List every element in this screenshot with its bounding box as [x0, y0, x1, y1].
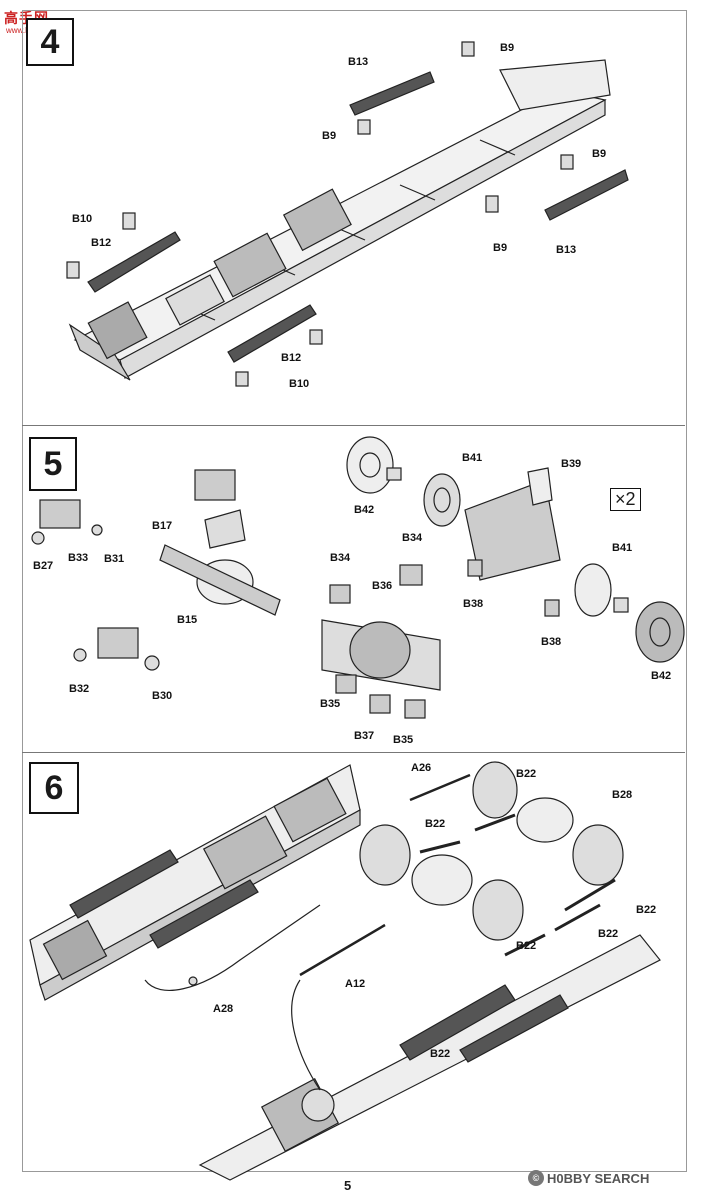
- step4-brackets: [66, 41, 574, 387]
- step6-assembly: [29, 761, 661, 1181]
- part-label-a28: A28: [213, 1003, 234, 1015]
- quantity-multiplier: ×2: [610, 488, 641, 511]
- part-label-b32: B32: [69, 683, 90, 695]
- part-label-a12: A12: [345, 978, 366, 990]
- step4-leaf-springs: [87, 71, 629, 363]
- step4-chassis: [68, 59, 611, 381]
- step5-parts: [31, 436, 685, 719]
- part-label-b35: B35: [393, 734, 414, 746]
- page-frame: [22, 10, 687, 1172]
- part-label-b9: B9: [493, 242, 508, 254]
- part-label-b31: B31: [104, 553, 125, 565]
- step-number-6: 6: [29, 762, 79, 814]
- part-label-b42: B42: [354, 504, 375, 516]
- part-label-b37: B37: [354, 730, 375, 742]
- part-label-b34: B34: [402, 532, 423, 544]
- part-label-b36: B36: [372, 580, 393, 592]
- part-label-b30: B30: [152, 690, 173, 702]
- part-label-b10: B10: [289, 378, 310, 390]
- part-label-b34: B34: [330, 552, 351, 564]
- step-divider-6: [22, 752, 685, 753]
- step-number-5: 5: [29, 437, 77, 491]
- watermark-text: H0BBY SEARCH: [547, 1170, 650, 1186]
- part-label-b39: B39: [561, 458, 582, 470]
- step-number-4: 4: [26, 18, 74, 66]
- part-label-b41: B41: [612, 542, 633, 554]
- part-label-b22: B22: [516, 940, 537, 952]
- part-label-b12: B12: [281, 352, 302, 364]
- part-label-b22: B22: [636, 904, 657, 916]
- part-label-b13: B13: [348, 56, 369, 68]
- part-label-b22: B22: [598, 928, 619, 940]
- part-label-b38: B38: [541, 636, 562, 648]
- part-label-b35: B35: [320, 698, 341, 710]
- part-label-b22: B22: [516, 768, 537, 780]
- part-label-b22: B22: [425, 818, 446, 830]
- part-label-b28: B28: [612, 789, 633, 801]
- copyright-icon: ©: [528, 1170, 544, 1186]
- watermark: © H0BBY SEARCH: [528, 1170, 649, 1186]
- page-number: 5: [344, 1178, 352, 1193]
- part-label-b9: B9: [500, 42, 515, 54]
- part-label-b41: B41: [462, 452, 483, 464]
- part-label-b22: B22: [430, 1048, 451, 1060]
- part-label-b10: B10: [72, 213, 93, 225]
- part-label-b38: B38: [463, 598, 484, 610]
- part-label-b9: B9: [322, 130, 337, 142]
- part-label-b12: B12: [91, 237, 112, 249]
- part-label-b27: B27: [33, 560, 54, 572]
- part-label-b33: B33: [68, 552, 89, 564]
- part-label-b9: B9: [592, 148, 607, 160]
- step-divider-5: [22, 425, 685, 426]
- part-label-b17: B17: [152, 520, 173, 532]
- part-label-b15: B15: [177, 614, 198, 626]
- part-label-b42: B42: [651, 670, 672, 682]
- part-label-b13: B13: [556, 244, 577, 256]
- part-label-a26: A26: [411, 762, 432, 774]
